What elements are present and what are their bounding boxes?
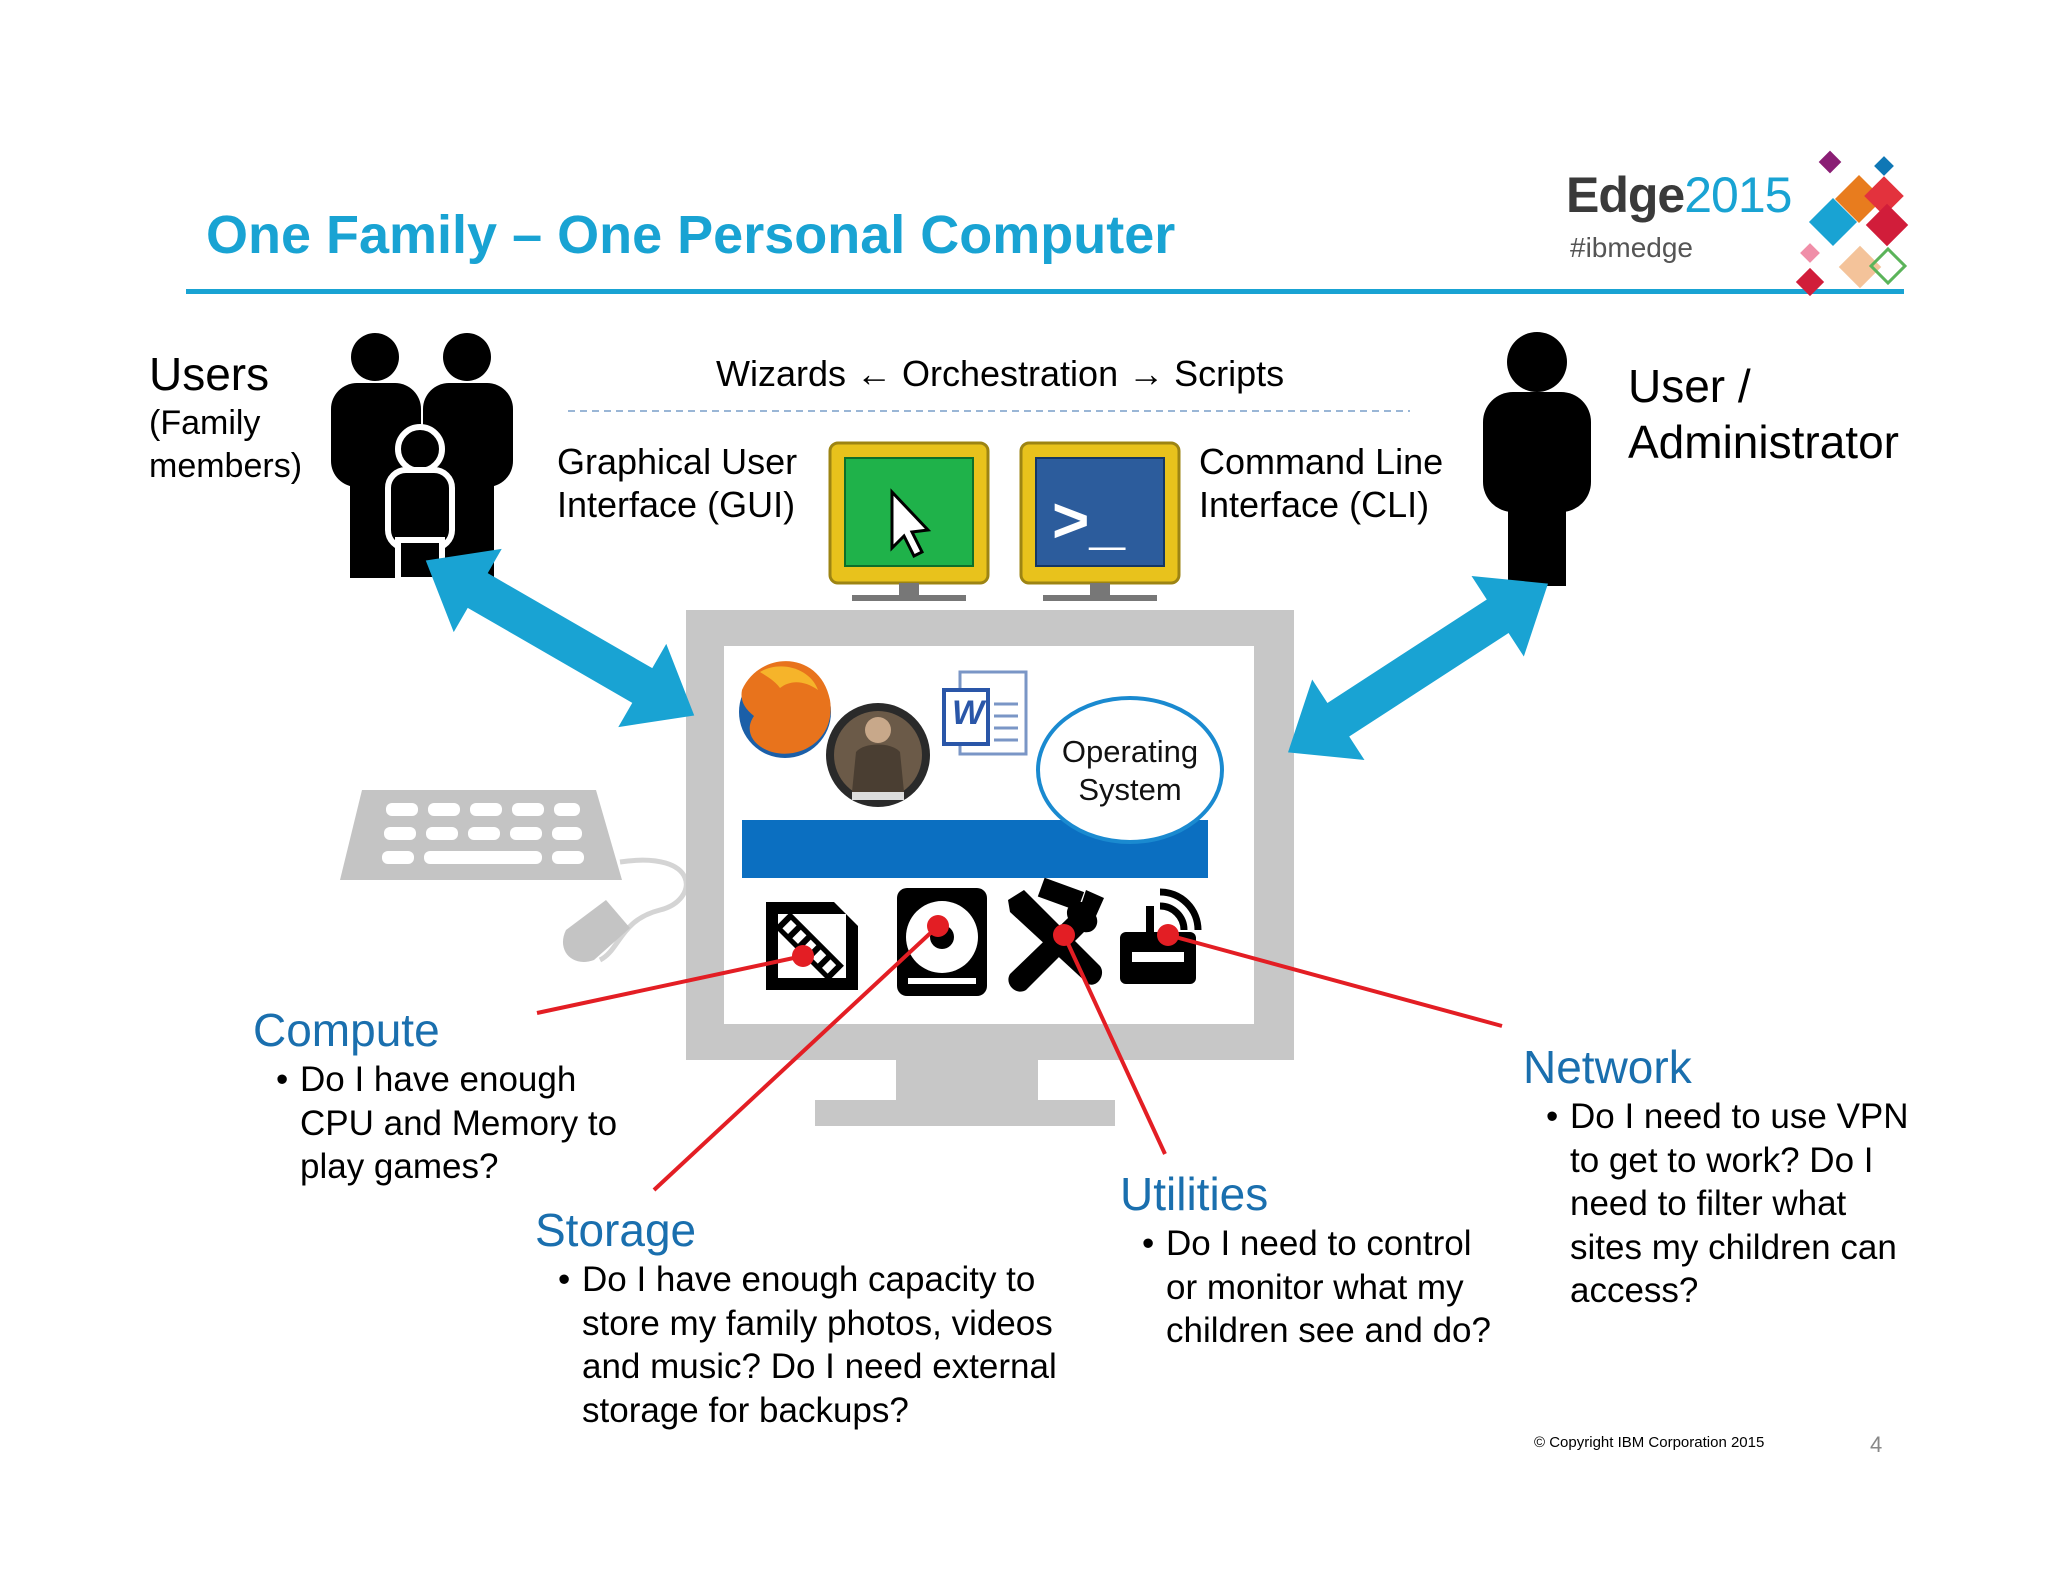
- gui-label: Graphical User Interface (GUI): [557, 441, 798, 525]
- network-bullet: •Do I need to use VPN to get to work? Do…: [1546, 1097, 1909, 1310]
- network-router-icon: [1120, 888, 1202, 984]
- os-circle: Operating System: [1036, 696, 1224, 844]
- word-icon: W: [942, 670, 1028, 756]
- title-underline: [186, 289, 1904, 294]
- cli-prompt: >_: [1052, 484, 1126, 556]
- utilities-text: Do I need to control or monitor what my …: [1166, 1224, 1491, 1350]
- keyboard-icon: [340, 790, 622, 880]
- storage-bullet: •Do I have enough capacity to store my f…: [558, 1260, 1057, 1430]
- users-double-arrow: [425, 548, 695, 728]
- administrator-icon: [1483, 332, 1591, 586]
- logo-hashtag: #ibmedge: [1570, 232, 1693, 263]
- family-icon: [331, 333, 513, 583]
- users-heading: Users: [149, 348, 270, 400]
- logo-year: 2015: [1684, 167, 1792, 223]
- storage-text: Do I have enough capacity to store my fa…: [582, 1260, 1057, 1430]
- network-text: Do I need to use VPN to get to work? Do …: [1570, 1097, 1909, 1310]
- storage-heading: Storage: [535, 1204, 697, 1256]
- compute-bullet: •Do I have enough CPU and Memory to play…: [276, 1060, 618, 1186]
- cli-label: Command Line Interface (CLI): [1199, 441, 1444, 525]
- logo-diamonds: [1795, 150, 1909, 297]
- users-subtitle: (Family members): [149, 404, 303, 485]
- compute-heading: Compute: [253, 1004, 440, 1056]
- connector-dots: [792, 915, 1179, 967]
- firefox-icon: [739, 661, 831, 758]
- memory-chip-icon: [766, 902, 858, 990]
- copyright: © Copyright IBM Corporation 2015: [1534, 1434, 1765, 1451]
- admin-heading: User / Administrator: [1628, 360, 1899, 468]
- page-title: One Family – One Personal Computer: [206, 205, 1176, 265]
- hard-disk-icon: [897, 888, 987, 996]
- network-heading: Network: [1523, 1041, 1692, 1093]
- utilities-heading: Utilities: [1120, 1168, 1269, 1220]
- wizards-orchestration-scripts: Wizards ← Orchestration → Scripts: [716, 353, 1285, 394]
- connector-lines: [536, 924, 1503, 1192]
- os-label-line2: System: [1078, 772, 1181, 807]
- gui-monitor-icon: [828, 441, 990, 601]
- logo-brand: Edge: [1566, 167, 1685, 223]
- admin-double-arrow: [1288, 576, 1548, 760]
- edge-logo: Edge2015: [1566, 166, 1792, 224]
- svg-text:W: W: [952, 694, 987, 732]
- utilities-bullet: •Do I need to control or monitor what my…: [1142, 1224, 1491, 1350]
- compute-text: Do I have enough CPU and Memory to play …: [300, 1060, 618, 1186]
- game-icon: [826, 703, 930, 807]
- page-number: 4: [1870, 1432, 1883, 1457]
- mouse-icon: [562, 857, 689, 963]
- os-label-line1: Operating: [1062, 734, 1198, 769]
- cli-monitor-icon: >_: [1019, 441, 1181, 601]
